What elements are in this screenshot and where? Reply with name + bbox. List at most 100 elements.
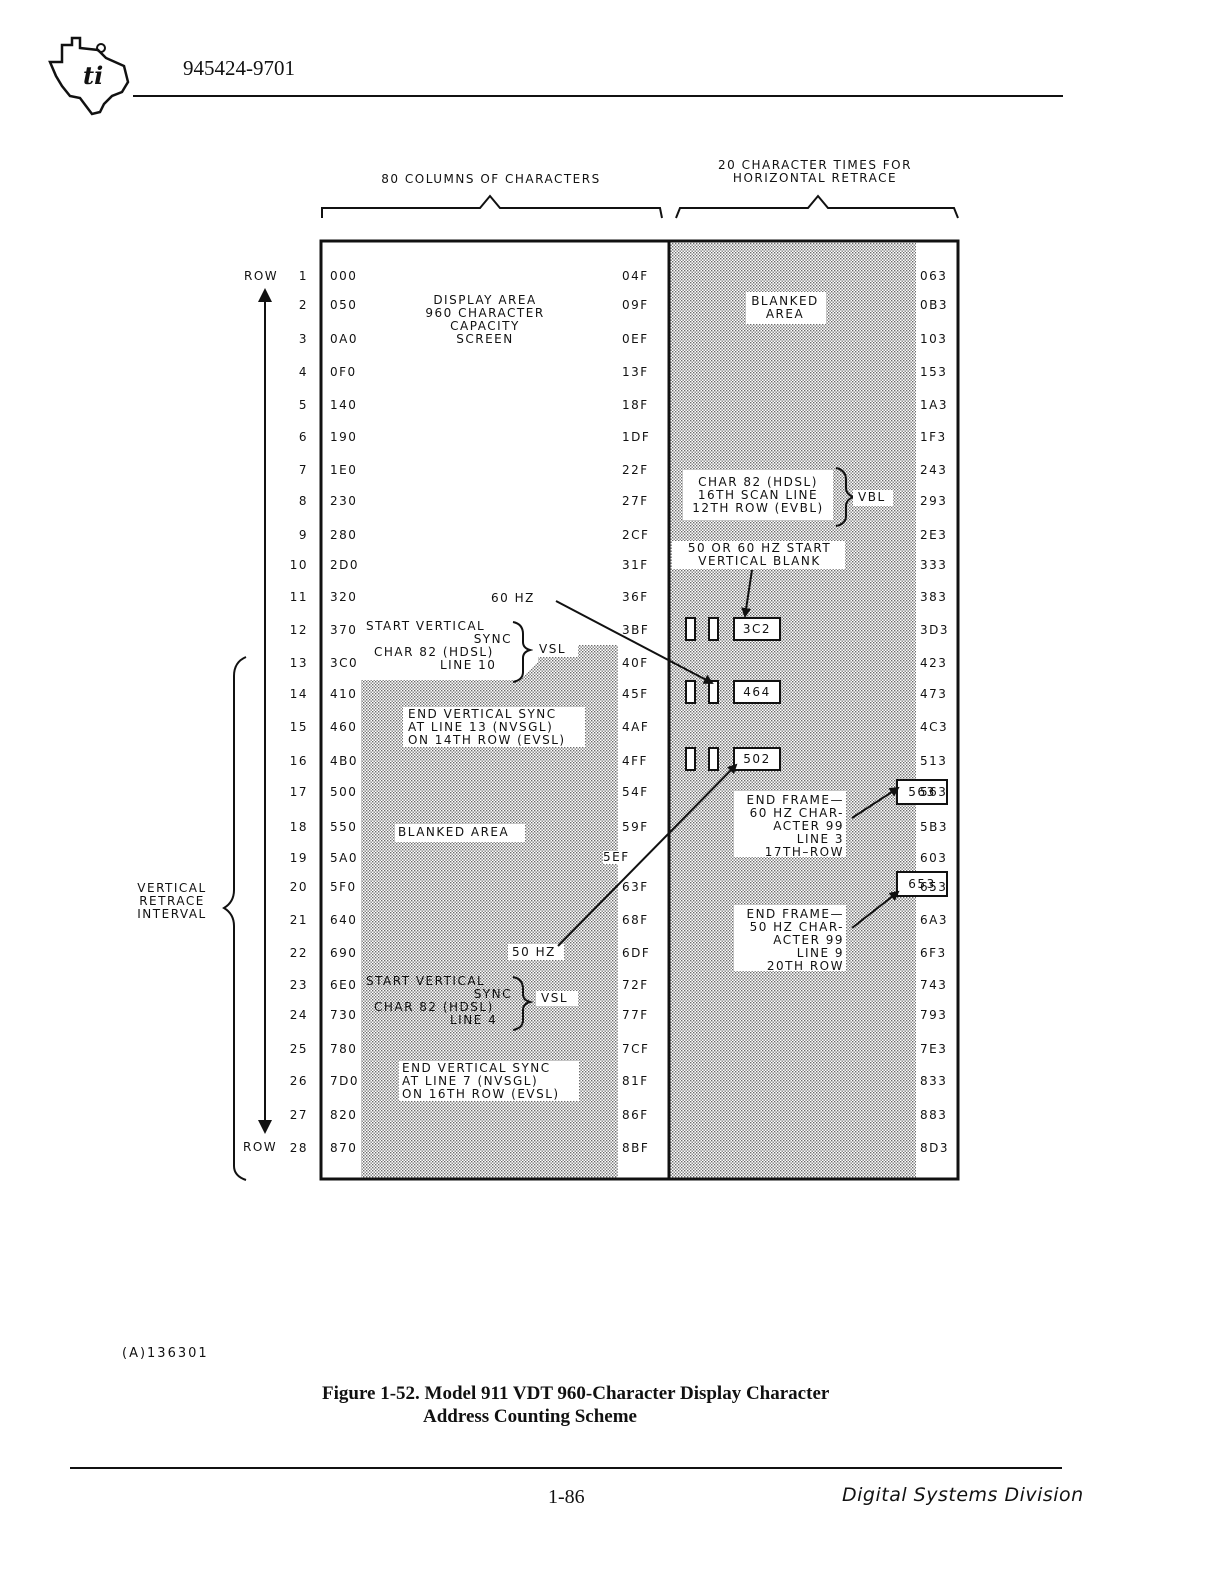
counter-bit — [685, 680, 696, 704]
row-number: 11 — [289, 590, 308, 604]
row-end-address: 6DF — [622, 946, 651, 960]
row-end-address: 22F — [622, 463, 649, 477]
row-start-address: 460 — [330, 720, 358, 734]
header-rule — [133, 95, 1063, 97]
row-number: 3 — [298, 332, 308, 346]
row-retrace-address: 5B3 — [920, 820, 949, 834]
row-start-address: 4B0 — [330, 754, 359, 768]
blanked-area-right-label: BLANKED AREA — [751, 294, 819, 321]
row-number: 9 — [298, 528, 308, 542]
end-sync-2-label: END VERTICAL SYNC AT LINE 7 (NVSGL) ON 1… — [402, 1061, 560, 1101]
arrow-end-frame-50 — [851, 890, 900, 929]
vertical-retrace-label: VERTICAL RETRACE INTERVAL — [137, 881, 207, 921]
row-start-address: 2D0 — [330, 558, 360, 572]
screen-frame — [319, 239, 960, 1181]
row-retrace-address: 653 — [920, 880, 948, 894]
vsl-brace-1 — [512, 621, 534, 683]
blanked-area-left-shading — [361, 645, 618, 1178]
row-number: 16 — [289, 754, 308, 768]
row-start-address: 550 — [330, 820, 358, 834]
end-sync-1-label: END VERTICAL SYNC AT LINE 13 (NVSGL) ON … — [408, 707, 566, 747]
row-start-address: 870 — [330, 1141, 358, 1155]
svg-text:ti: ti — [83, 61, 103, 90]
row-start-address: 5A0 — [330, 851, 358, 865]
row-end-address: 59F — [622, 820, 649, 834]
row-end-address: 13F — [622, 365, 649, 379]
vbl-block-label: CHAR 82 (HDSL) 16TH SCAN LINE 12TH ROW (… — [692, 475, 824, 515]
start-vertical-blank-label: 50 OR 60 HZ START VERTICAL BLANK — [687, 541, 832, 568]
row-start-address: 230 — [330, 494, 358, 508]
row-retrace-address: 563 — [920, 785, 948, 799]
row-retrace-address: 383 — [920, 590, 948, 604]
row-number: 14 — [289, 687, 308, 701]
row-end-address: 86F — [622, 1108, 649, 1122]
row-retrace-address: 0B3 — [920, 298, 949, 312]
row-start-address: 3C0 — [330, 656, 359, 670]
row-first-label: ROW — [244, 269, 279, 283]
row-end-address: 36F — [622, 590, 649, 604]
page-number: 1-86 — [548, 1486, 585, 1508]
row-start-address: 320 — [330, 590, 358, 604]
row-retrace-address: 243 — [920, 463, 948, 477]
row-number: 15 — [289, 720, 308, 734]
row-number: 5 — [298, 398, 308, 412]
document-number: 945424-9701 — [183, 56, 295, 80]
row-number: 26 — [289, 1074, 308, 1088]
row-number: 17 — [289, 785, 308, 799]
columns-label: 80 COLUMNS OF CHARACTERS — [381, 172, 601, 186]
retrace-bracket — [675, 194, 959, 219]
row-start-address: 050 — [330, 298, 358, 312]
ti-logo: ti — [48, 36, 130, 116]
columns-bracket — [321, 194, 663, 219]
row-number: 23 — [289, 978, 308, 992]
blanked-area-left-label: BLANKED AREA — [398, 825, 510, 839]
counter-bit — [708, 617, 719, 641]
box-563: 563 — [908, 785, 936, 799]
box-502: 502 — [743, 752, 771, 766]
row-retrace-address: 3D3 — [920, 623, 950, 637]
row-start-address: 1E0 — [330, 463, 358, 477]
row-retrace-address: 063 — [920, 269, 948, 283]
row-number: 22 — [289, 946, 308, 960]
row-end-address: 63F — [622, 880, 649, 894]
row-end-address: 7CF — [622, 1042, 650, 1056]
row-retrace-address: 603 — [920, 851, 948, 865]
start-sync-2-label: START VERTICAL SYNC CHAR 82 (HDSL) LINE … — [366, 974, 512, 1027]
row-start-address: 280 — [330, 528, 358, 542]
caption-line2: Address Counting Scheme — [423, 1406, 637, 1427]
row-number: 21 — [289, 913, 308, 927]
label-5ef: 5EF — [603, 850, 630, 864]
row-end-address: 31F — [622, 558, 649, 572]
row-start-address: 000 — [330, 269, 358, 283]
row-number: 18 — [289, 820, 308, 834]
box-464-frame — [733, 680, 781, 704]
row-retrace-address: 423 — [920, 656, 948, 670]
row-end-address: 1DF — [622, 430, 651, 444]
box-502-frame — [733, 747, 781, 771]
row-number: 2 — [298, 298, 308, 312]
vertical-retrace-brace — [222, 656, 247, 1181]
row-end-address: 40F — [622, 656, 649, 670]
row-start-address: 780 — [330, 1042, 358, 1056]
row-number: 7 — [298, 463, 308, 477]
row-retrace-address: 4C3 — [920, 720, 949, 734]
row-number: 12 — [289, 623, 308, 637]
vsl-label-2: VSL — [541, 991, 569, 1005]
row-end-address: 72F — [622, 978, 649, 992]
row-retrace-address: 833 — [920, 1074, 948, 1088]
hz60-label: 60 HZ — [491, 591, 535, 605]
row-number: 4 — [298, 365, 308, 379]
arrow-60hz — [555, 600, 714, 684]
row-start-address: 140 — [330, 398, 358, 412]
row-end-address: 27F — [622, 494, 649, 508]
row-end-address: 8BF — [622, 1141, 650, 1155]
row-start-address: 820 — [330, 1108, 358, 1122]
row-end-address: 81F — [622, 1074, 649, 1088]
row-number: 10 — [289, 558, 308, 572]
row-end-address: 54F — [622, 785, 649, 799]
row-retrace-address: 743 — [920, 978, 948, 992]
row-end-address: 0EF — [622, 332, 649, 346]
row-retrace-address: 7E3 — [920, 1042, 948, 1056]
row-start-address: 640 — [330, 913, 358, 927]
